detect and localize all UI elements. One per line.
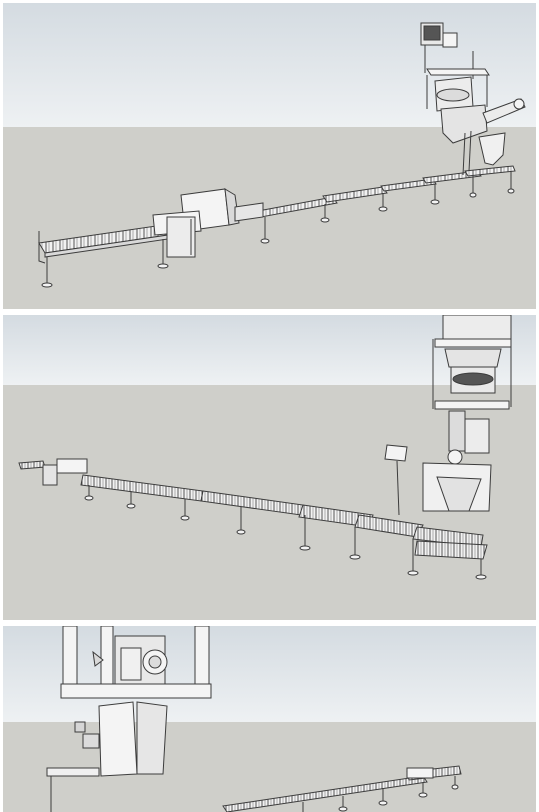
inspection-tunnel [42, 458, 88, 486]
sky [3, 626, 536, 722]
filling-station-frame [60, 626, 212, 699]
render-panel-1 [3, 3, 536, 309]
filling-station [414, 315, 512, 560]
control-panel [384, 444, 408, 516]
render-panel-3 [3, 626, 536, 812]
conveyor-feet [84, 495, 487, 580]
roller-conveyor [46, 765, 462, 812]
inspection-tunnel [152, 188, 264, 258]
roller-conveyor [18, 460, 484, 575]
render-panel-2 [3, 315, 536, 620]
conveyor-feet [41, 188, 515, 288]
roller-conveyor [38, 165, 516, 283]
filling-station [420, 22, 526, 176]
hopper [74, 701, 168, 777]
conveyor-feet [338, 784, 459, 812]
ground [3, 127, 536, 309]
